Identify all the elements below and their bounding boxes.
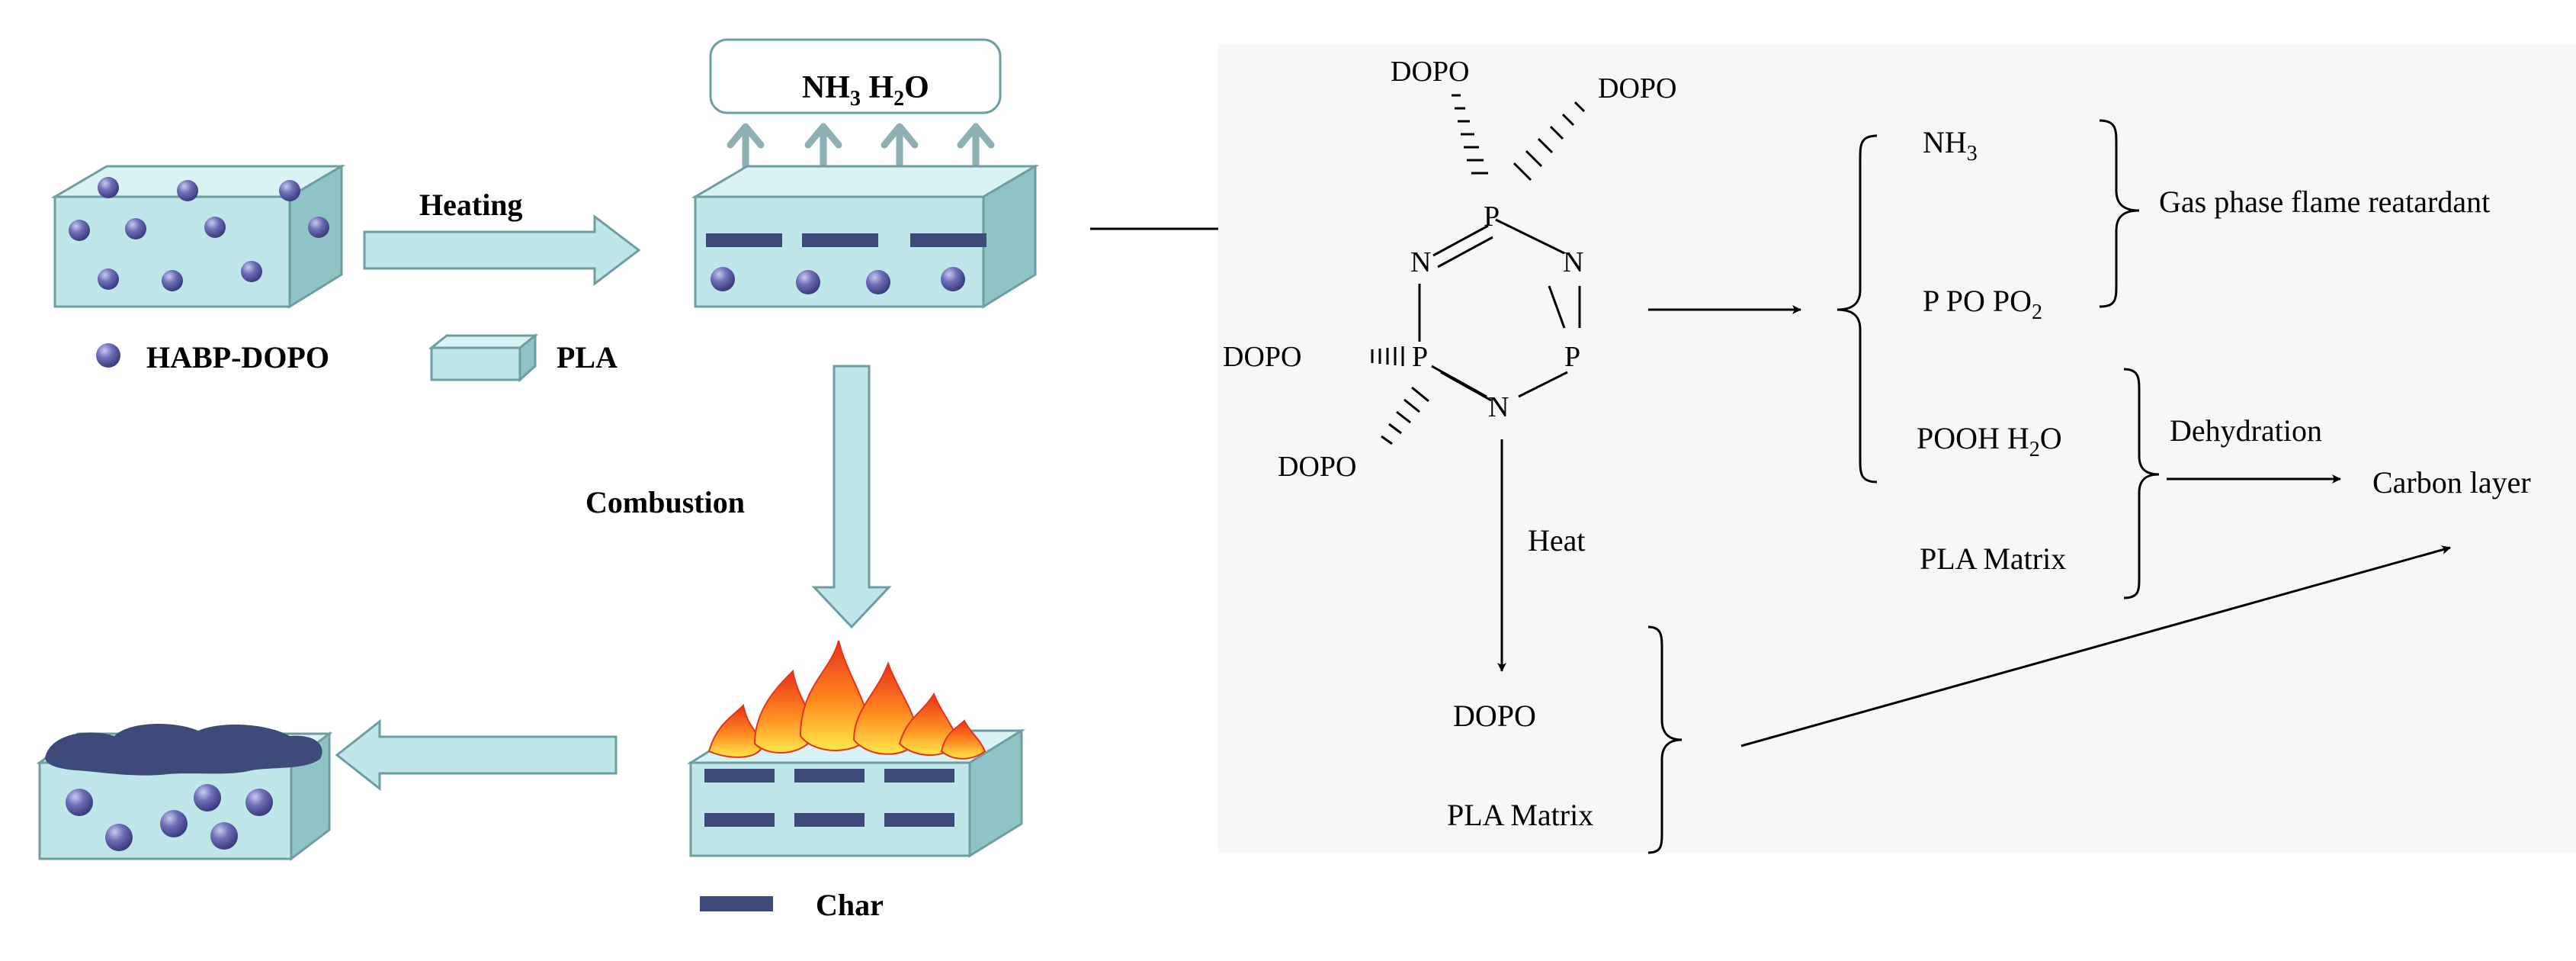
product-pooh: POOH H2O — [1917, 421, 2062, 461]
heat-product-dopo: DOPO — [1453, 699, 1536, 733]
ring-atom-p-top: P — [1484, 201, 1500, 233]
ring-atom-n-right: N — [1563, 246, 1583, 278]
carbon-layer-label: Carbon layer — [2372, 465, 2531, 500]
particle — [866, 270, 890, 294]
particle — [796, 270, 820, 294]
heat-label: Heat — [1528, 523, 1586, 558]
particle — [308, 217, 329, 238]
heating-label: Heating — [419, 188, 523, 222]
substituent-dopo-top-right: DOPO — [1598, 72, 1676, 104]
char-bar — [884, 813, 954, 827]
particle — [194, 784, 221, 812]
particle — [204, 217, 226, 238]
heat-to-carbon-arrow — [1740, 545, 2451, 747]
product-pla-matrix: PLA Matrix — [1920, 542, 2066, 576]
gas-release-formula: NH3 H2O — [802, 70, 929, 111]
gas-phase-brace — [2099, 119, 2140, 308]
char-formation-arrow — [335, 718, 618, 792]
substituent-dopo-left: DOPO — [1223, 341, 1301, 373]
char-layer — [45, 723, 322, 776]
particle — [125, 218, 146, 239]
pla-block-charred — [36, 723, 333, 862]
char-bar — [884, 769, 954, 783]
particle — [177, 180, 198, 201]
particle — [941, 267, 965, 291]
particle — [241, 261, 262, 282]
legend-char: Char — [700, 888, 884, 922]
gas-phase-label: Gas phase flame reatardant — [2159, 185, 2490, 219]
char-bar — [704, 769, 775, 783]
pla-block-burning — [686, 640, 1026, 858]
char-bar — [794, 769, 865, 783]
substituent-dopo-bottom: DOPO — [1278, 451, 1356, 483]
particle — [98, 268, 119, 290]
gas-release-box: NH3 H2O — [709, 38, 1002, 114]
particle — [160, 810, 188, 837]
pla-block-heated — [691, 164, 1040, 309]
products-brace — [1837, 134, 1878, 484]
ring-atom-p-right: P — [1564, 341, 1580, 373]
product-p-species: P PO PO2 — [1923, 284, 2042, 324]
ring-atom-p-left: P — [1412, 341, 1428, 373]
char-bar — [910, 233, 986, 247]
pla-block-initial — [50, 164, 346, 309]
ring-atom-n-left: N — [1410, 246, 1431, 278]
substituent-dopo-top-left: DOPO — [1391, 56, 1469, 88]
particle — [711, 267, 735, 291]
dehydration-label: Dehydration — [2170, 413, 2322, 448]
combustion-label: Combustion — [585, 485, 745, 519]
heat-products-brace — [1647, 625, 1683, 854]
hashed-bonds — [1371, 94, 1586, 445]
particle — [162, 270, 183, 291]
heating-arrow: Heating — [363, 188, 641, 287]
particle — [105, 824, 133, 851]
char-bar — [704, 813, 775, 827]
flames — [707, 640, 986, 760]
ring-atom-n-bottom: N — [1488, 391, 1509, 423]
legend-matrix-label: PLA — [557, 340, 618, 374]
legend-char-label: Char — [816, 888, 884, 922]
mechanism-panel — [1218, 44, 2576, 853]
phosphazene-ring — [1418, 218, 1581, 402]
particle — [69, 220, 90, 241]
product-nh3: NH3 — [1923, 125, 1978, 166]
particle — [66, 789, 93, 816]
char-bar — [794, 813, 865, 827]
legend-matrix: PLA — [428, 333, 618, 383]
legend-particle-label: HABP-DOPO — [146, 340, 329, 374]
legend-particle: HABP-DOPO — [96, 340, 329, 374]
particle — [279, 180, 300, 201]
char-bar — [706, 233, 782, 247]
heat-product-pla-matrix: PLA Matrix — [1447, 798, 1593, 832]
char-bar — [802, 233, 878, 247]
combustion-arrow: Combustion — [585, 365, 892, 629]
particle — [98, 177, 119, 198]
particle — [210, 822, 238, 850]
particle — [245, 789, 273, 816]
condensed-phase-brace — [2123, 368, 2160, 599]
